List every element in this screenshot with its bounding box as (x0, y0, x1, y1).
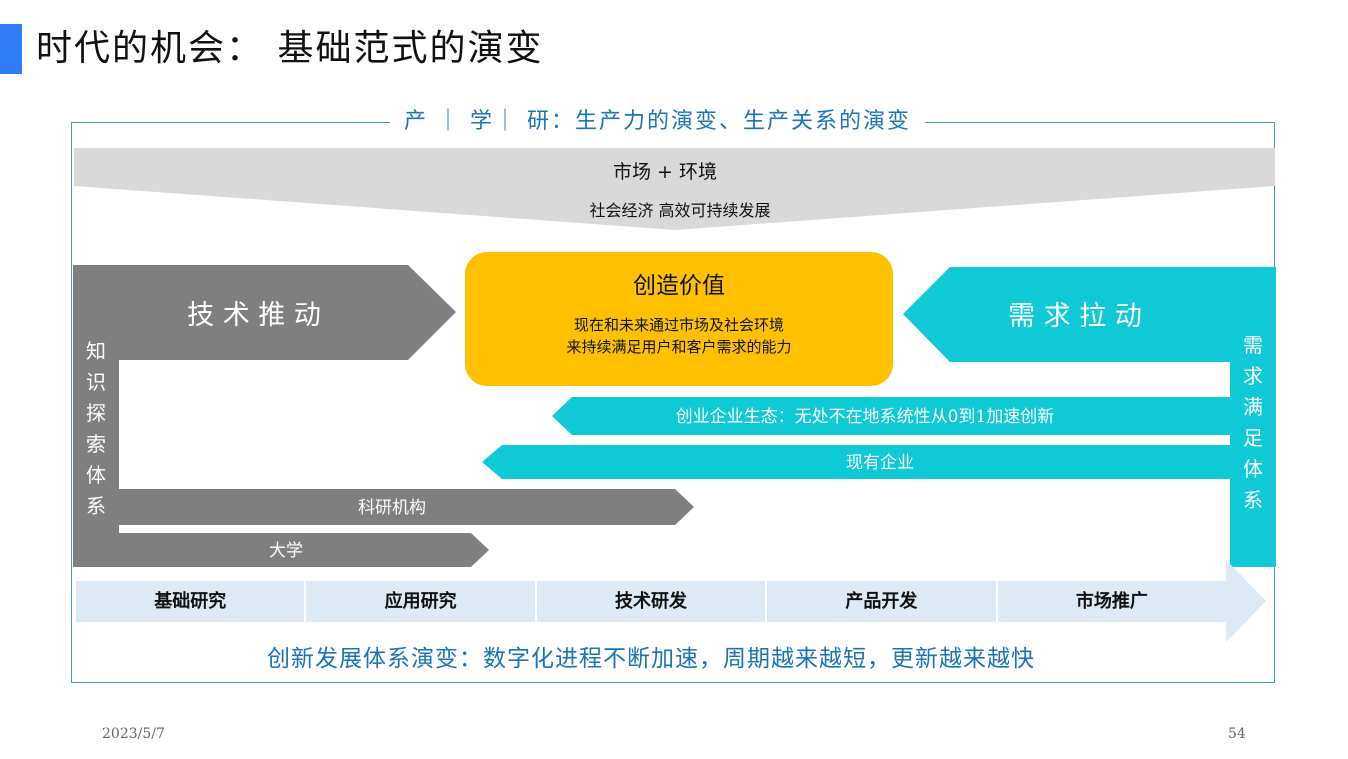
demand-system-bar (1230, 267, 1276, 567)
footer-date: 2023/5/7 (102, 726, 165, 742)
phase-tech-development: 技术研发 (537, 581, 768, 622)
create-value-line2: 来持续满足用户和客户需求的能力 (566, 338, 792, 356)
knowledge-system-bar (73, 265, 119, 567)
knowledge-char-2: 探 (86, 401, 106, 425)
demand-char-1: 求 (1243, 364, 1263, 388)
demand-char-3: 足 (1243, 426, 1263, 450)
university-label: 大学 (269, 541, 303, 561)
create-value-box: 创造价值 现在和未来通过市场及社会环境 来持续满足用户和客户需求的能力 (465, 252, 893, 386)
phase-bar-bg (76, 581, 1226, 622)
innovation-phase-bar: 基础研究 应用研究 技术研发 产品开发 市场推广 (76, 581, 1226, 622)
phase-market-promotion: 市场推广 (1075, 591, 1148, 612)
create-value-title: 创造价值 (633, 273, 725, 299)
phase-arrow-head (1226, 560, 1266, 642)
knowledge-char-3: 索 (86, 432, 106, 456)
demand-char-4: 体 (1243, 457, 1263, 481)
frame-heading: 产 ｜ 学｜ 研：生产力的演变、生产关系的演变 (390, 107, 925, 137)
demand-char-2: 满 (1243, 395, 1263, 419)
university-arrow (119, 533, 489, 567)
knowledge-char-0: 知 (86, 339, 106, 363)
research-institutes-arrow (119, 489, 694, 525)
demand-pull-label: 需 求 拉 动 (1008, 301, 1142, 332)
title-accent-bar (0, 24, 22, 74)
create-value-desc: 现在和未来通过市场及社会环境 来持续满足用户和客户需求的能力 (465, 314, 893, 358)
knowledge-char-4: 体 (86, 463, 106, 487)
create-value-line1: 现在和未来通过市场及社会环境 (573, 316, 784, 334)
phase-basic-research: 基础研究 (76, 581, 307, 622)
existing-enterprises-arrow (482, 445, 1230, 479)
phase-product-development: 产品开发 (767, 581, 998, 622)
knowledge-char-5: 系 (86, 494, 106, 518)
knowledge-char-1: 识 (86, 370, 106, 394)
tech-push-label: 技 术 推 动 (187, 300, 321, 331)
market-chevron (74, 148, 1275, 230)
market-line1: 市场 + 环境 (613, 161, 717, 183)
demand-pull-arrow (903, 267, 1230, 362)
bottom-caption: 创新发展体系演变：数字化进程不断加速，周期越来越短，更新越来越快 (267, 646, 1035, 672)
demand-char-5: 系 (1243, 488, 1263, 512)
slide-title: 时代的机会： 基础范式的演变 (36, 28, 544, 69)
demand-char-0: 需 (1243, 333, 1263, 357)
tech-push-arrow (119, 265, 456, 360)
startup-ecosystem-arrow (552, 397, 1230, 435)
existing-enterprises-label: 现有企业 (846, 453, 914, 473)
footer-page-number: 54 (1228, 726, 1246, 742)
market-line2: 社会经济 高效可持续发展 (589, 201, 770, 220)
research-institutes-label: 科研机构 (358, 498, 426, 518)
startup-ecosystem-label: 创业企业生态：无处不在地系统性从0到1加速创新 (676, 407, 1055, 427)
phase-applied-research: 应用研究 (306, 581, 537, 622)
